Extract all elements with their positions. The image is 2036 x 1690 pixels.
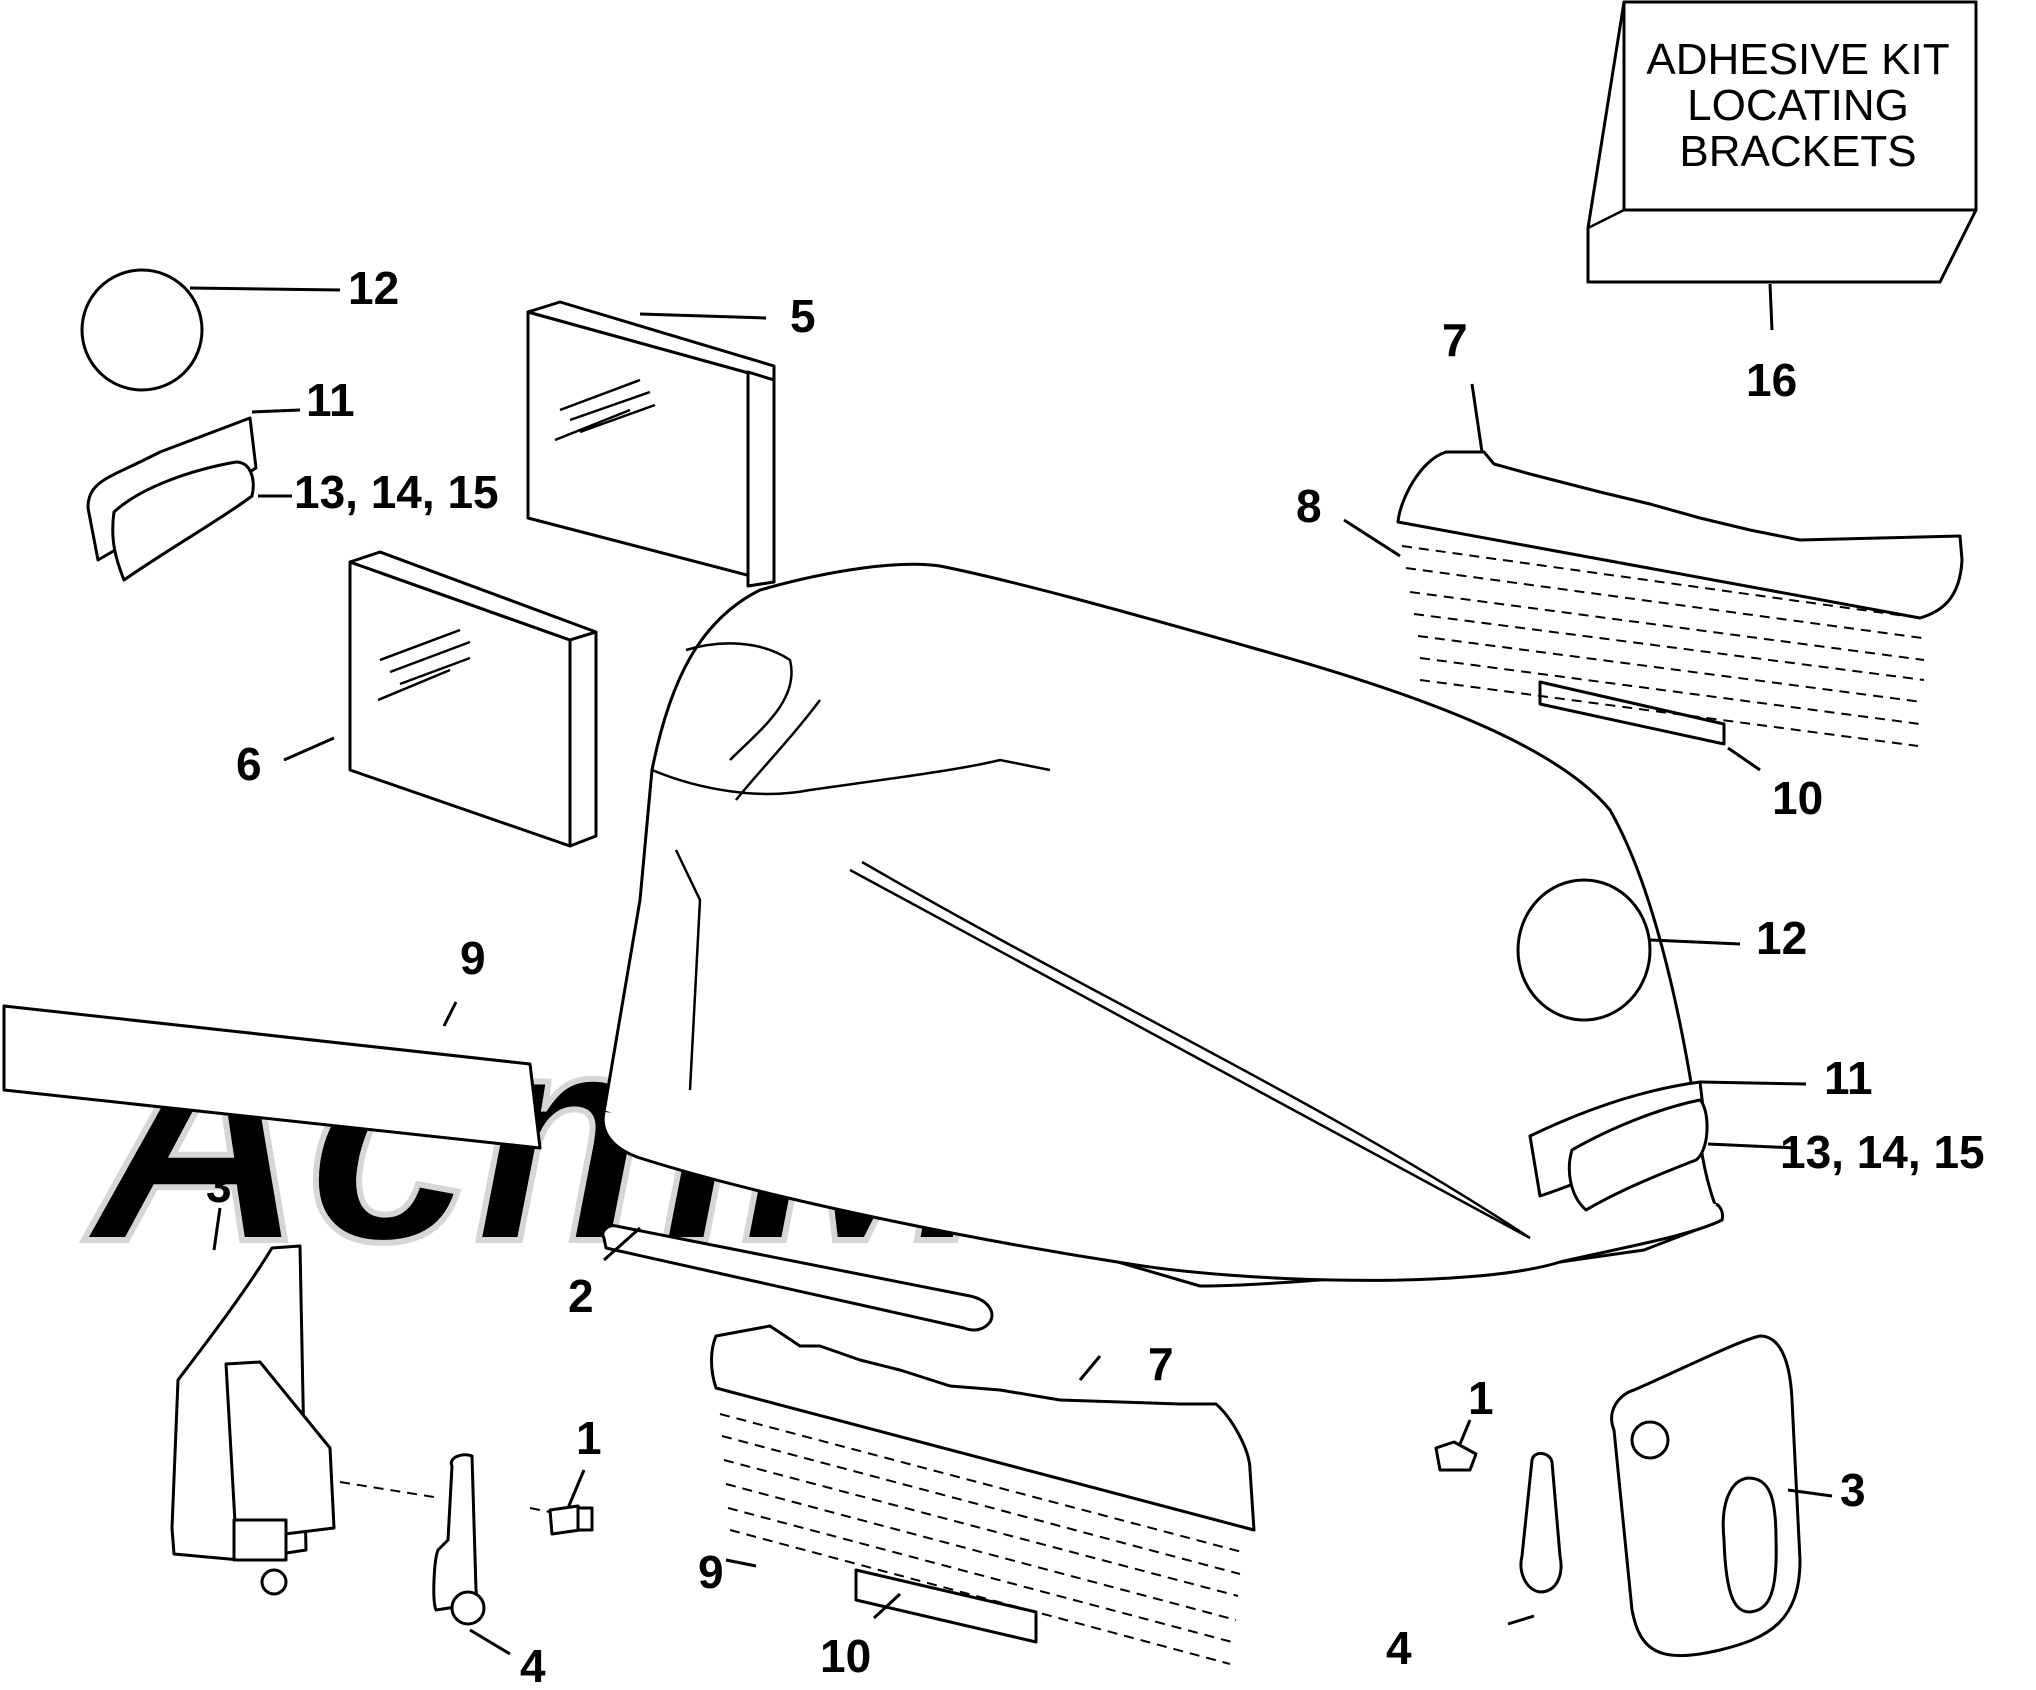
callout-8: 8 bbox=[1296, 480, 1322, 532]
engine-cowl[interactable] bbox=[601, 562, 1724, 1288]
callout-5: 5 bbox=[790, 290, 816, 342]
bolt-1-right[interactable] bbox=[1434, 1440, 1478, 1472]
callout-13-14-15-left: 13, 14, 15 bbox=[294, 466, 499, 518]
round-decal-12-right[interactable] bbox=[1516, 878, 1652, 1022]
kit-label-line-1: ADHESIVE KIT bbox=[1646, 35, 1949, 84]
decal-11-13-left[interactable] bbox=[86, 416, 258, 582]
latch-bracket-3-left[interactable] bbox=[170, 1244, 336, 1596]
seal-strip-2[interactable] bbox=[601, 1224, 994, 1332]
callout-6: 6 bbox=[236, 738, 262, 790]
trim-strip-10-bottom[interactable] bbox=[854, 1568, 1038, 1644]
trim-strip-10-right[interactable] bbox=[1538, 680, 1726, 746]
kit-label-line-3: BRACKETS bbox=[1679, 127, 1916, 176]
bolt-1-left[interactable] bbox=[548, 1504, 594, 1536]
panel-6[interactable] bbox=[348, 550, 598, 848]
callout-12-left: 12 bbox=[348, 262, 399, 314]
callout-7-bottom: 7 bbox=[1148, 1338, 1174, 1390]
callout-7-top: 7 bbox=[1442, 314, 1468, 366]
callout-4-left: 4 bbox=[520, 1640, 546, 1690]
callout-2: 2 bbox=[568, 1270, 594, 1322]
callout-10-top: 10 bbox=[1772, 772, 1823, 824]
kit-label-line-2: LOCATING bbox=[1687, 81, 1909, 130]
callout-9-bottom: 9 bbox=[698, 1546, 724, 1598]
callout-1-left: 1 bbox=[576, 1412, 602, 1464]
callout-16: 16 bbox=[1746, 354, 1797, 406]
callout-9-left: 9 bbox=[460, 932, 486, 984]
callout-1-right: 1 bbox=[1468, 1372, 1494, 1424]
hinge-4-left[interactable] bbox=[432, 1453, 486, 1626]
adhesive-kit-box[interactable]: ADHESIVE KIT LOCATING BRACKETS bbox=[1586, 0, 1978, 284]
round-decal-12-left[interactable] bbox=[80, 268, 204, 392]
callout-3-right: 3 bbox=[1840, 1464, 1866, 1516]
leader-lines bbox=[189, 283, 1833, 1656]
callout-4-right: 4 bbox=[1386, 1622, 1412, 1674]
trim-strip-9-left[interactable] bbox=[2, 1004, 542, 1150]
callout-13-14-15-right: 13, 14, 15 bbox=[1780, 1126, 1985, 1178]
callout-11-left: 11 bbox=[306, 374, 355, 426]
hinge-4-right[interactable] bbox=[1519, 1452, 1563, 1594]
callout-11-right: 11 bbox=[1824, 1052, 1873, 1104]
callout-10-bottom: 10 bbox=[820, 1630, 871, 1682]
grille-7-9-bottom[interactable] bbox=[710, 1324, 1256, 1665]
grille-7-8-top[interactable] bbox=[1396, 450, 1964, 747]
panel-5[interactable] bbox=[526, 300, 776, 588]
callout-3-left: 3 bbox=[206, 1160, 232, 1212]
latch-plate-3-right[interactable] bbox=[1610, 1334, 1802, 1658]
callout-12-right: 12 bbox=[1756, 912, 1807, 964]
